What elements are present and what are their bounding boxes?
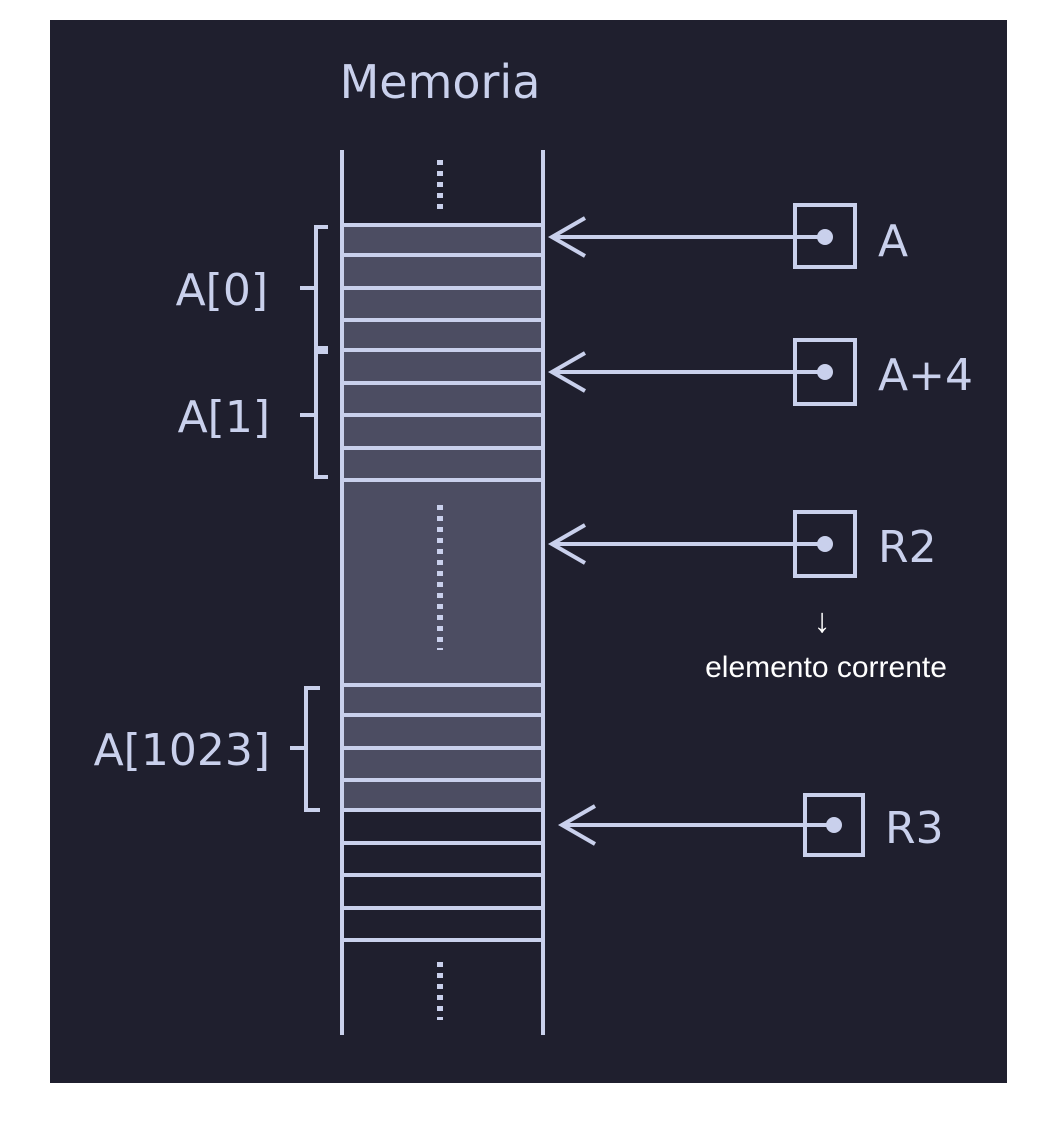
label-a1: A[1] xyxy=(178,392,270,443)
register-r2: R2 xyxy=(547,510,937,578)
brace-a0 xyxy=(300,225,328,350)
brace-a1023 xyxy=(290,686,320,812)
register-r3: R3 xyxy=(557,793,944,857)
svg-text:R3: R3 xyxy=(885,803,944,854)
current-element-note: elemento corrente xyxy=(705,651,947,684)
svg-text:A: A xyxy=(878,216,908,267)
memory-cells xyxy=(342,223,543,942)
arrow-head xyxy=(547,216,586,258)
down-arrow-icon: ↓ xyxy=(814,602,831,640)
label-a0: A[0] xyxy=(176,265,268,316)
memory-title: Memoria xyxy=(340,55,541,109)
svg-text:R2: R2 xyxy=(878,522,937,573)
register-a: A xyxy=(547,203,908,269)
register-a-plus-4: A+4 xyxy=(547,338,973,406)
label-a1023: A[1023] xyxy=(94,725,270,776)
brace-a1 xyxy=(300,350,328,479)
svg-text:A+4: A+4 xyxy=(878,350,973,401)
